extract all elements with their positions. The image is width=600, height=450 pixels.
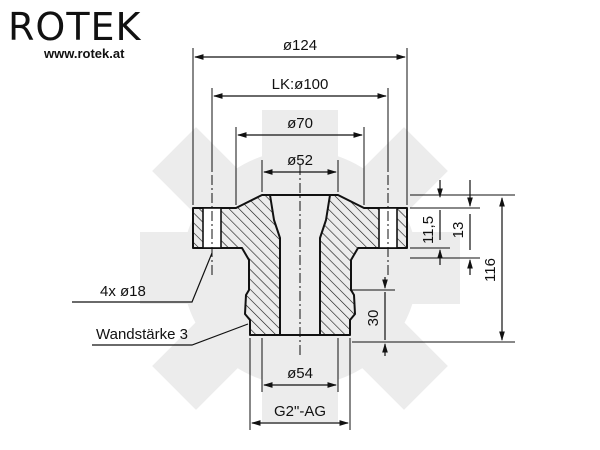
leader-lines	[72, 252, 249, 346]
dim-d-outer: ø124	[283, 37, 317, 54]
dim-13: 13	[450, 222, 467, 239]
dim-30: 30	[365, 310, 382, 327]
rotek-logo: ROTEK www.rotek.at	[8, 5, 142, 61]
dim-11-5: 11,5	[420, 216, 437, 244]
dim-thread: G2"-AG	[274, 403, 326, 420]
bolt-holes	[202, 207, 398, 249]
callout-wall: Wandstärke 3	[96, 326, 188, 343]
dimension-texts: ø124 LK:ø100 ø70 ø52 ø54 G2"-AG 11,5 13 …	[272, 37, 499, 420]
center-lines	[211, 165, 389, 355]
svg-text:ROTEK: ROTEK	[8, 5, 142, 49]
callouts: 4x ø18 Wandstärke 3	[96, 283, 188, 343]
website-url: www.rotek.at	[43, 46, 125, 61]
dim-116: 116	[482, 258, 499, 282]
dimension-lines	[194, 54, 505, 426]
dim-d52: ø52	[287, 152, 313, 169]
callout-holes: 4x ø18	[100, 283, 146, 300]
dim-bolt-circle: LK:ø100	[272, 76, 329, 93]
dim-d54: ø54	[287, 365, 313, 382]
dim-d70: ø70	[287, 115, 313, 132]
extension-lines	[192, 48, 515, 430]
